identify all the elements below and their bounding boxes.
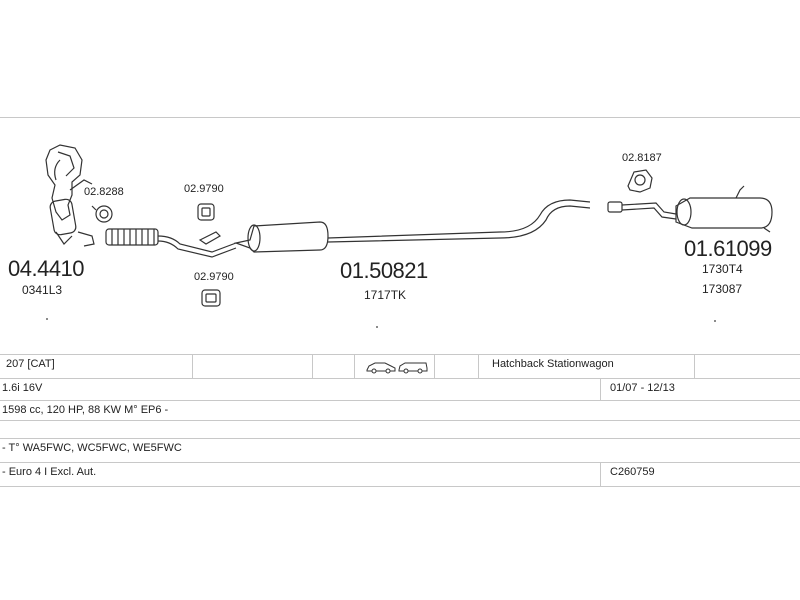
cell-code: C260759: [610, 466, 655, 478]
dot-mark: [376, 326, 378, 328]
ref-middle-silencer: 1717TK: [364, 288, 407, 302]
exhaust-drawing: [45, 144, 773, 307]
top-divider: [0, 117, 800, 118]
part-number-mount-upper: 02.9790: [184, 183, 224, 195]
cell-spec: 1598 cc, 120 HP, 88 KW M° EP6 -: [2, 404, 169, 416]
ref-manifold: 0341L3: [22, 283, 63, 297]
hatchback-car-icon: [366, 360, 396, 379]
rear-silencer-drawing: [607, 185, 773, 233]
part-number-rear-silencer: 01.61099: [684, 236, 772, 261]
cell-types: - T° WA5FWC, WC5FWC, WE5FWC: [2, 442, 182, 454]
cell-period: 01/07 - 12/13: [610, 382, 675, 394]
hanger-drawing: [627, 169, 653, 193]
part-number-clamp: 02.8288: [84, 186, 124, 198]
cell-norm: - Euro 4 I Excl. Aut.: [2, 466, 97, 478]
middle-silencer-drawing: [233, 199, 591, 253]
ref-rear-silencer-1: 1730T4: [702, 262, 743, 276]
ref-rear-silencer-2: 173087: [702, 282, 743, 296]
part-number-manifold: 04.4410: [8, 256, 85, 281]
cell-body-types: Hatchback Stationwagon: [492, 358, 614, 370]
part-number-mount-lower: 02.9790: [194, 271, 234, 283]
flex-pipe-drawing: [105, 228, 237, 258]
cell-engine: 1.6i 16V: [2, 382, 43, 394]
stationwagon-car-icon: [398, 360, 428, 379]
mount-upper-drawing: [197, 203, 215, 221]
part-number-middle-silencer: 01.50821: [340, 258, 428, 283]
clamp-drawing: [91, 205, 113, 223]
manifold-drawing: [45, 144, 95, 247]
dot-mark: [46, 318, 48, 320]
cell-model: 207 [CAT]: [6, 358, 55, 370]
dot-mark: [714, 320, 716, 322]
part-number-hanger: 02.8187: [622, 152, 662, 164]
mount-lower-drawing: [201, 289, 221, 307]
